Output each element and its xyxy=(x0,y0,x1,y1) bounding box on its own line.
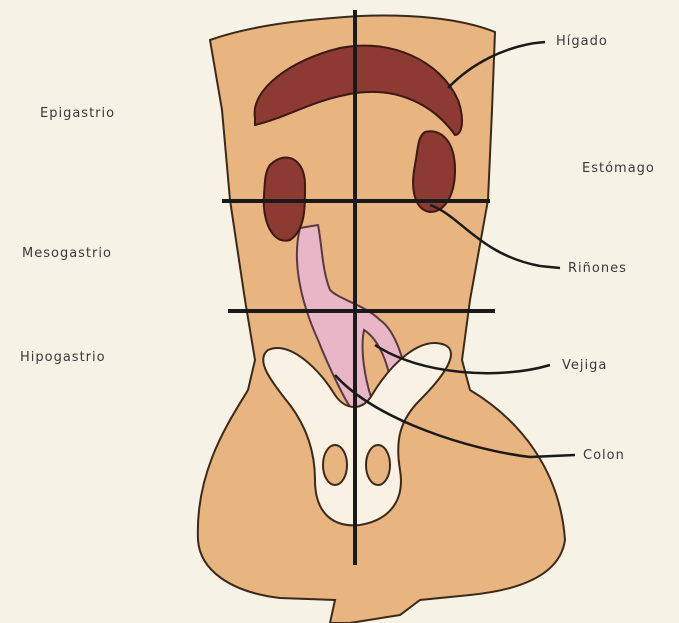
torso-silhouette xyxy=(198,16,565,623)
label-hipogastrio: Hipogastrio xyxy=(20,350,106,365)
label-estomago: Estómago xyxy=(582,161,655,176)
label-rinones: Riñones xyxy=(568,261,627,276)
pelvis-foramen-right xyxy=(366,445,390,485)
label-mesogastrio: Mesogastrio xyxy=(22,246,112,261)
label-epigastrio: Epigastrio xyxy=(40,106,115,121)
pelvis-foramen-left xyxy=(323,445,347,485)
label-higado: Hígado xyxy=(556,34,608,49)
label-vejiga: Vejiga xyxy=(562,358,607,373)
label-colon: Colon xyxy=(583,448,625,463)
